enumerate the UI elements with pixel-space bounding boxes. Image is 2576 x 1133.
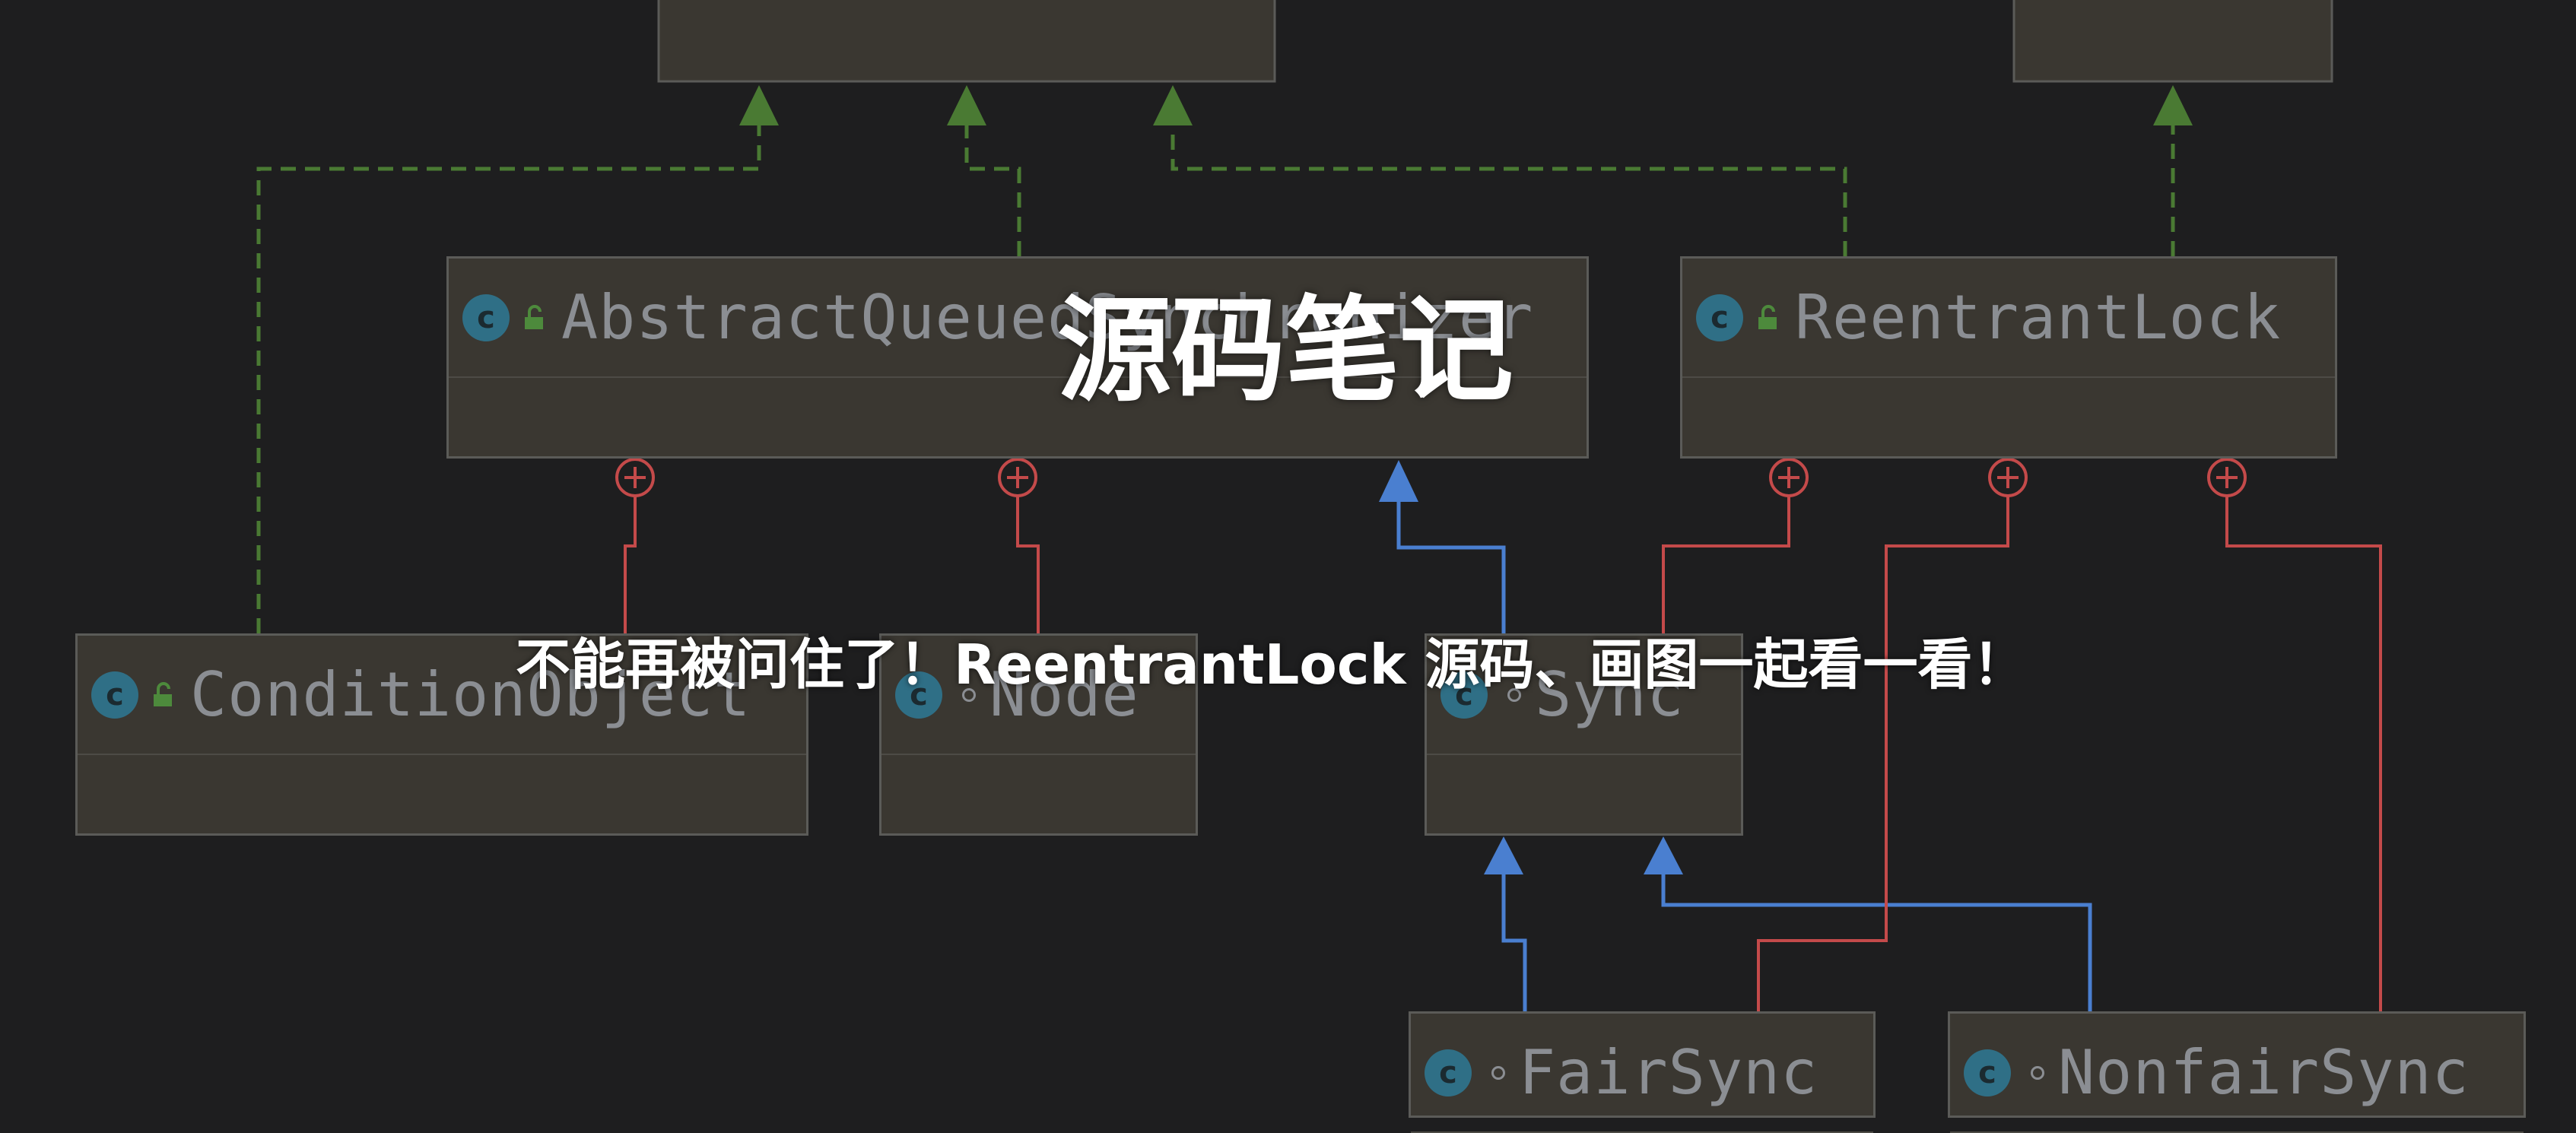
extends-edge-sync bbox=[1396, 498, 1506, 633]
class-box-condition-object[interactable]: c ConditionObject bbox=[75, 633, 808, 836]
inner-edge-condition-object bbox=[624, 497, 637, 633]
inner-class-marker bbox=[1769, 458, 1809, 497]
class-icon: c bbox=[1425, 1049, 1472, 1097]
inner-edge-fair-sync bbox=[1757, 497, 2009, 1011]
inner-edge-node bbox=[1016, 497, 1040, 633]
unlock-icon bbox=[525, 304, 543, 329]
class-icon: c bbox=[895, 671, 942, 719]
implements-arrowhead bbox=[1153, 85, 1193, 125]
class-name: Node bbox=[989, 659, 1139, 730]
extends-arrowhead bbox=[1379, 460, 1418, 502]
inner-class-marker bbox=[2207, 458, 2247, 497]
extends-arrowhead bbox=[1484, 836, 1523, 874]
class-box-node[interactable]: c Node bbox=[879, 633, 1198, 836]
implements-arrowhead bbox=[2153, 85, 2193, 125]
class-box-sync[interactable]: c Sync bbox=[1425, 633, 1743, 836]
extends-edge-fair-sync bbox=[1501, 871, 1527, 1011]
extends-edge-nonfair-sync bbox=[1661, 871, 2092, 1011]
uml-diagram bbox=[256, 0, 2382, 1011]
class-header: c Node bbox=[881, 636, 1196, 755]
class-icon: c bbox=[1440, 671, 1488, 719]
class-header: c ReentrantLock bbox=[1682, 259, 2335, 378]
package-private-icon bbox=[962, 687, 976, 702]
inner-edge-sync bbox=[1662, 497, 1790, 633]
class-icon: c bbox=[91, 671, 138, 719]
unlock-icon bbox=[154, 681, 172, 706]
implements-edge-aqs bbox=[964, 122, 1021, 256]
class-header: c Sync bbox=[1427, 636, 1741, 755]
implements-arrowhead bbox=[739, 85, 779, 125]
class-icon: c bbox=[1964, 1049, 2011, 1097]
class-icon: c bbox=[1696, 294, 1743, 341]
unlock-icon bbox=[1758, 304, 1777, 329]
implements-arrowhead bbox=[947, 85, 986, 125]
class-header: c FairSync bbox=[1411, 1014, 1873, 1133]
overlay-subtitle: 不能再被问住了！ReentrantLock 源码、画图一起看一看！ bbox=[516, 633, 2028, 697]
inner-class-marker bbox=[615, 458, 655, 497]
class-name: Sync bbox=[1535, 659, 1685, 730]
class-icon: c bbox=[462, 294, 510, 341]
implements-edge-reentrant-lock-a bbox=[1170, 122, 1847, 256]
class-header: c NonfairSync bbox=[1950, 1014, 2524, 1133]
inner-edge-nonfair-sync bbox=[2225, 497, 2382, 1011]
class-name: AbstractQueuedSynchronizer bbox=[561, 282, 1534, 353]
class-box-reentrant-lock[interactable]: c ReentrantLock bbox=[1680, 256, 2337, 459]
class-name: ConditionObject bbox=[190, 659, 751, 730]
implements-edge-condition-object bbox=[256, 122, 761, 633]
top-left-interface-box[interactable] bbox=[657, 0, 1276, 83]
class-header: c AbstractQueuedSynchronizer bbox=[449, 259, 1587, 378]
extends-arrowhead bbox=[1644, 836, 1683, 874]
class-box-fair-sync[interactable]: c FairSync bbox=[1409, 1011, 1876, 1133]
inner-class-marker bbox=[998, 458, 1037, 497]
class-box-nonfair-sync[interactable]: c NonfairSync bbox=[1948, 1011, 2526, 1133]
class-name: FairSync bbox=[1519, 1037, 1818, 1108]
class-header: c ConditionObject bbox=[78, 636, 806, 755]
package-private-icon bbox=[2031, 1065, 2044, 1080]
class-name: ReentrantLock bbox=[1795, 282, 2282, 353]
package-private-icon bbox=[1491, 1065, 1505, 1080]
top-right-interface-box[interactable] bbox=[2012, 0, 2333, 83]
class-box-aqs[interactable]: c AbstractQueuedSynchronizer bbox=[446, 256, 1589, 459]
inner-class-marker bbox=[1988, 458, 2028, 497]
class-name: NonfairSync bbox=[2058, 1037, 2470, 1108]
overlay-title: 源码笔记 bbox=[1057, 285, 1514, 417]
package-private-icon bbox=[1507, 687, 1521, 702]
